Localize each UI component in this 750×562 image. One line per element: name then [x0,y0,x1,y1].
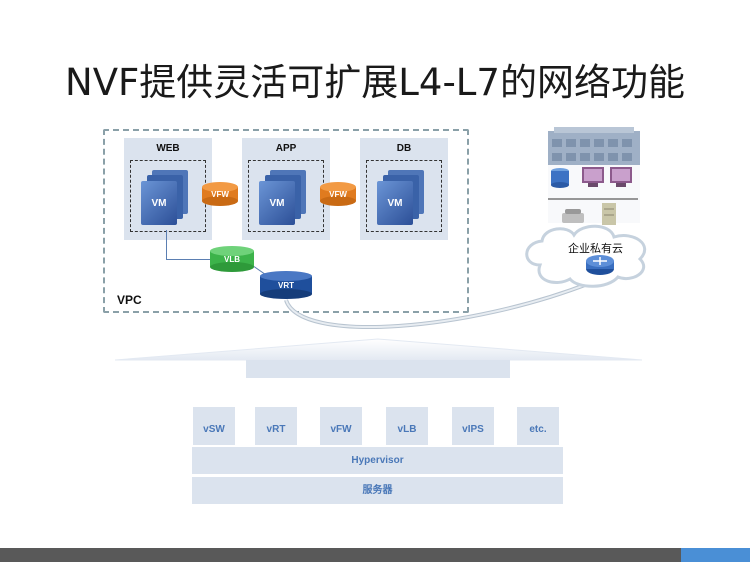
database-icon [551,168,569,188]
server-icon [602,203,616,225]
web-group-title: WEB [156,143,180,154]
fan-pedestal [246,360,510,378]
function-vlb: vLB [386,407,428,445]
vfw-web-app-cylinder [202,182,238,206]
server-layer: 服务器 [192,477,563,504]
vpc-label: VPC [117,293,142,307]
web-to-vlb-line-vertical [166,230,167,260]
router-icon [586,255,614,275]
vfw-app-db-cylinder [320,182,356,206]
function-vfw: vFW [320,407,362,445]
db-group-title: DB [396,143,412,154]
vfw-label-1: VFW [211,190,229,199]
hypervisor-layer: Hypervisor [192,447,563,474]
function-vsw: vSW [193,407,235,445]
vfw-label-2: VFW [329,190,347,199]
app-vm-label: VM [269,198,285,209]
db-vm-cluster [366,160,442,232]
function-vips: vIPS [452,407,494,445]
workstation-icon-1 [582,167,604,187]
enterprise-cloud-illustration [525,127,647,288]
footer-accent [681,548,750,562]
vpc-boundary [103,129,469,313]
function-etc: etc. [517,407,559,445]
footer-bar [0,548,681,562]
slide-title: NVF提供灵活可扩展L4-L7的网络功能 [65,61,685,104]
enterprise-cloud-label: 企业私有云 [568,243,623,255]
vlb-label: VLB [224,255,240,264]
workstation-icon-2 [610,167,632,187]
vlb-cylinder [210,246,254,272]
vrt-label: VRT [278,281,294,290]
function-vrt: vRT [255,407,297,445]
db-vm-label: VM [387,198,403,209]
vrt-cylinder [260,271,312,299]
web-to-vlb-line-horizontal [166,259,210,260]
app-group-title: APP [275,143,297,154]
cloud-icon [525,224,647,288]
phone-icon [562,209,584,223]
web-vm-label: VM [151,198,167,209]
